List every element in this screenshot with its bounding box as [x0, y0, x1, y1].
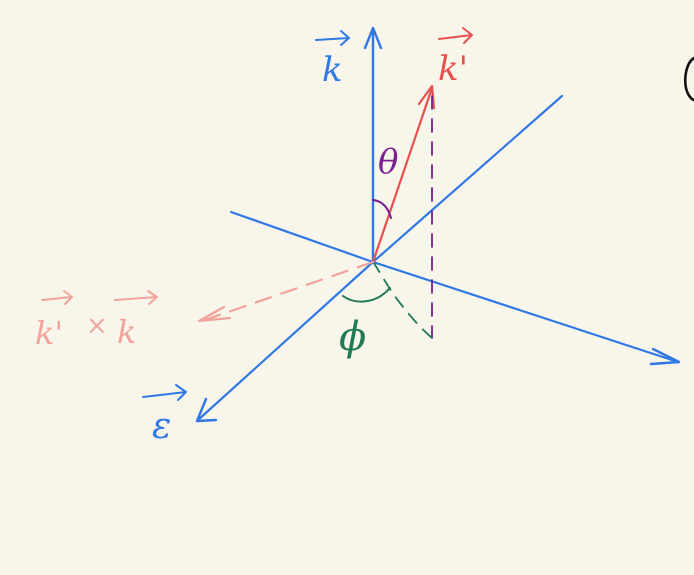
z-axis-arrowhead	[363, 26, 383, 50]
epsilon-axis-arrowhead	[195, 397, 218, 423]
axes-group	[195, 26, 681, 423]
epsilon-label-overarrow	[142, 384, 187, 401]
horizontal-axis-arrowhead	[649, 347, 681, 366]
cross-left-overarrow	[41, 290, 73, 305]
k-label-overarrow	[315, 30, 350, 46]
phi-label: ϕ	[339, 314, 366, 360]
k-prime-label: k'	[438, 49, 468, 89]
k-prime-vector-group	[371, 84, 436, 264]
cross-term-right-label: k	[117, 313, 136, 351]
k-prime-vector	[371, 86, 434, 264]
phi-arc	[342, 287, 391, 303]
cross-times-label: ×	[86, 311, 108, 341]
phi-dashed-line	[372, 261, 433, 339]
theta-arc	[372, 199, 392, 219]
cross-term-left-label: k'	[35, 314, 63, 352]
horizontal-axis-right	[371, 260, 680, 364]
k-label: k	[322, 50, 343, 90]
label-overbars	[41, 27, 473, 401]
cross-product-dashed-vector	[200, 260, 375, 323]
epsilon-label: ε	[152, 406, 171, 447]
diagonal-axis-upper-right	[371, 94, 564, 264]
corner-partial-shape	[683, 56, 694, 102]
k-prime-label-overarrow	[438, 27, 473, 44]
k-prime-arrowhead	[417, 84, 436, 110]
cross-product-arrowhead	[197, 305, 232, 323]
cross-right-overarrow	[114, 290, 158, 305]
theta-label: θ	[378, 142, 398, 182]
epsilon-axis	[196, 260, 375, 422]
horizontal-axis-left	[229, 210, 375, 264]
